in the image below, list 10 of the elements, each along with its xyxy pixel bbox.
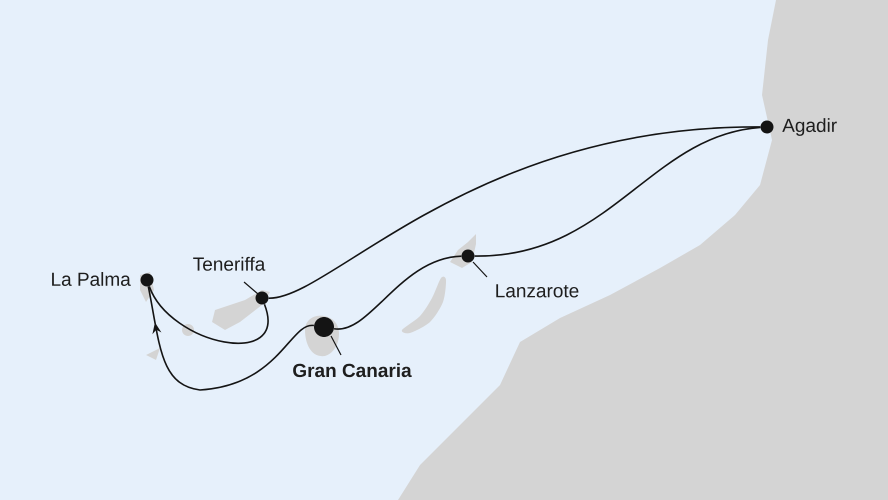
port-label: Teneriffa [193,256,266,271]
route-line [148,286,269,344]
route-line [334,255,462,330]
route-line [268,126,760,299]
route-line [148,286,314,391]
port-label: La Palma [52,272,131,286]
route-line [474,126,760,257]
port-label: Lanzarote [496,284,578,298]
port-label: Gran Canaria [293,363,412,378]
port-label: Agadir [782,118,837,136]
